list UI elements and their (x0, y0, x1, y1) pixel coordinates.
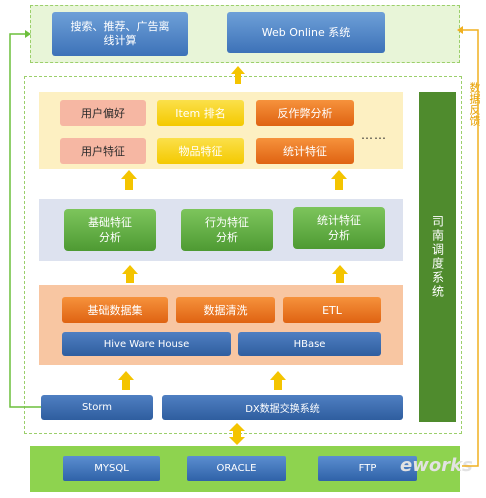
dx-exchange-box: DX数据交换系统 (162, 395, 403, 420)
behavior-feature-analysis-box: 行为特征分析 (181, 209, 273, 251)
sinan-scheduler-box: 司南调度系统 (419, 92, 456, 422)
up-arrow-data-right (270, 371, 286, 390)
platform-boundary (24, 76, 462, 434)
left-flow-arrowhead (25, 30, 31, 38)
left-flow-line (9, 33, 41, 408)
user-preference-box: 用户偏好 (60, 100, 146, 126)
up-arrow-data-left (118, 371, 134, 390)
up-arrow-feat-right (331, 170, 347, 190)
basic-feature-analysis-box: 基础特征分析 (64, 209, 156, 251)
up-arrow-feat-left (121, 170, 137, 190)
up-arrow-to-top (231, 66, 245, 84)
user-feature-box: 用户特征 (60, 138, 146, 164)
up-arrow-analysis-right (332, 265, 348, 283)
more-ellipsis: …… (361, 128, 387, 142)
statistic-feature-analysis-box: 统计特征分析 (293, 207, 385, 249)
statistic-feature-box: 统计特征 (256, 138, 354, 164)
oracle-box: ORACLE (187, 456, 286, 481)
anti-fraud-box: 反作弊分析 (256, 100, 354, 126)
hbase-box: HBase (238, 332, 381, 356)
web-online-box: Web Online 系统 (227, 12, 385, 53)
up-arrow-analysis-left (122, 265, 138, 283)
eworks-watermark: eworks (400, 455, 473, 476)
up-arrows (118, 66, 348, 445)
hive-warehouse-box: Hive Ware House (62, 332, 231, 356)
storm-box: Storm (41, 395, 153, 420)
offline-compute-box: 搜索、推荐、广告离线计算 (52, 12, 188, 56)
item-ranking-box: Item 排名 (157, 100, 244, 126)
feedback-arrowhead (457, 26, 463, 34)
double-arrow-sources (229, 423, 245, 445)
ftp-box: FTP (318, 456, 417, 481)
etl-box: ETL (283, 297, 381, 323)
item-feature-box: 物品特征 (157, 138, 244, 164)
base-dataset-box: 基础数据集 (62, 297, 168, 323)
mysql-box: MYSQL (63, 456, 160, 481)
data-cleaning-box: 数据清洗 (176, 297, 275, 323)
feedback-line (461, 29, 479, 467)
